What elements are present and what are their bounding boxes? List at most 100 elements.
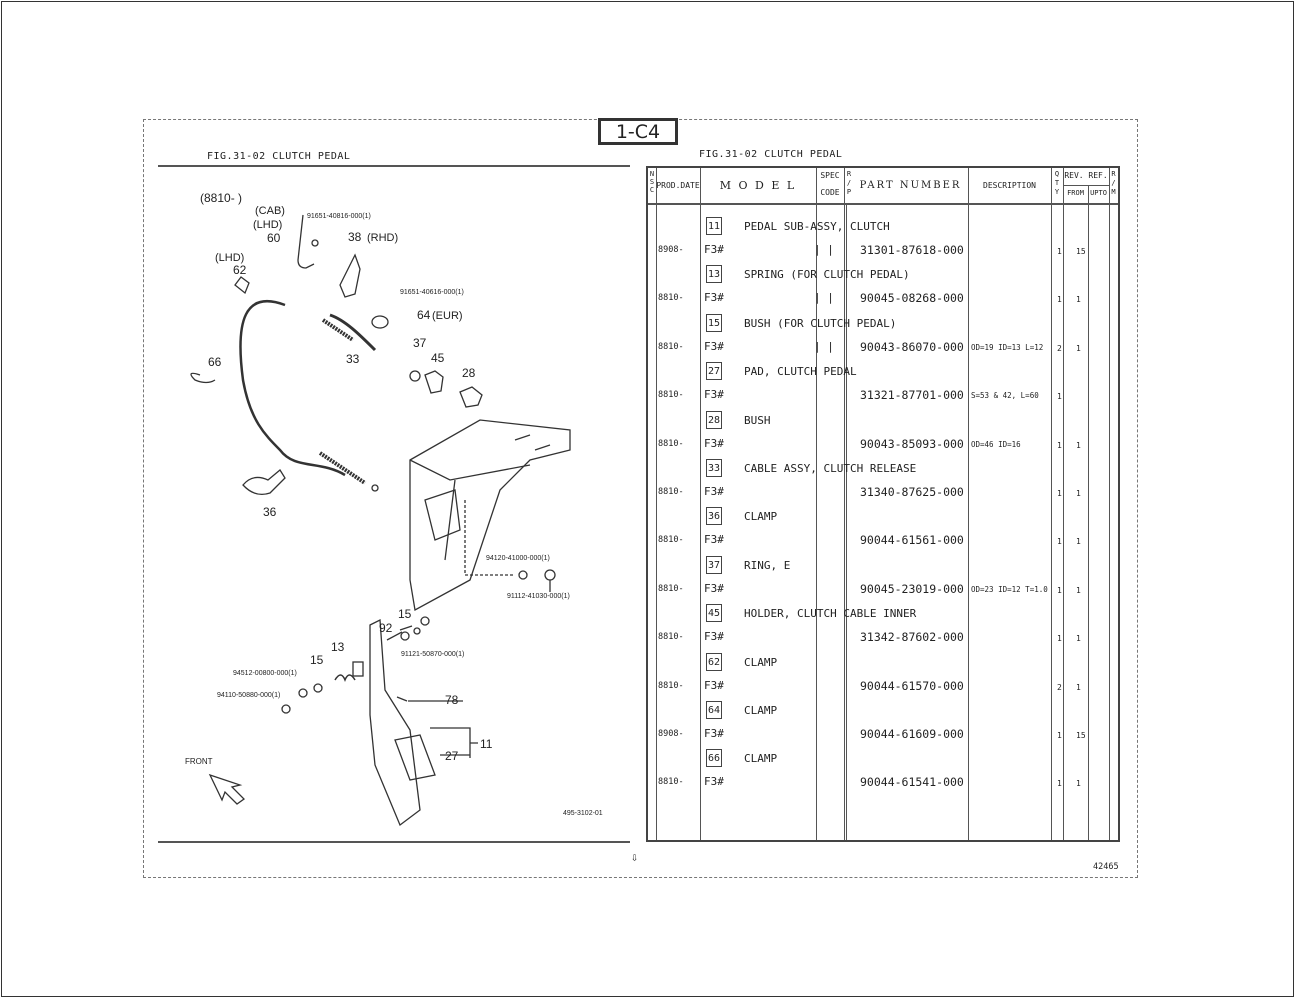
rev-from: 1: [1076, 537, 1081, 547]
prod-date: 8810-: [658, 438, 684, 449]
rev-from: 1: [1076, 682, 1081, 692]
title-rule: [158, 165, 630, 167]
quantity: 1: [1057, 779, 1062, 789]
label-15-a: 15: [398, 607, 412, 621]
part-number: 31321-87701-000: [860, 388, 964, 403]
model-code: F3#: [704, 727, 724, 740]
label-pn-g: 94110-50880-000(1): [217, 692, 280, 699]
prod-date: 8810-: [658, 390, 684, 401]
model-code: F3#: [704, 485, 724, 498]
label-38: 38: [348, 230, 362, 244]
rev-from: 15: [1076, 731, 1086, 740]
header-rm: R / M: [1111, 170, 1116, 196]
rev-from: 15: [1076, 247, 1086, 256]
pedal-pad: [394, 734, 436, 781]
clamp-62: [234, 276, 250, 295]
model-code: F3#: [704, 678, 724, 692]
label-27: 27: [445, 749, 459, 763]
prod-date: 8908-: [658, 245, 684, 255]
rev-from: 1: [1076, 489, 1081, 498]
label-cab: (CAB): [255, 205, 285, 217]
label-rhd: (RHD): [367, 232, 398, 244]
prod-date: 8810-: [658, 680, 684, 691]
label-pn-f: 94512-00800-000(1): [233, 670, 297, 677]
quantity: 1: [1057, 537, 1062, 547]
prod-date: 8908-: [658, 729, 684, 739]
header-part-number: PART NUMBER: [859, 180, 962, 191]
quantity: 2: [1057, 343, 1062, 353]
left-figure-title: FIG.31-02 CLUTCH PEDAL: [207, 151, 351, 162]
exploded-diagram: (8810- ) (CAB) (LHD) 60 91651-40816-000(…: [185, 191, 603, 827]
next-page-arrow-icon[interactable]: ⇩: [631, 850, 639, 864]
ref-number: 27: [706, 362, 722, 381]
label-pn-c: 94120-41000-000(1): [486, 555, 550, 562]
part-number: 90045-08268-000: [860, 291, 964, 306]
right-figure-title: FIG.31-02 CLUTCH PEDAL: [699, 149, 843, 160]
ref-number: 11: [706, 217, 722, 235]
part-name: CLAMP: [744, 752, 778, 766]
model-code: F3#: [704, 388, 724, 402]
description: OD=23 ID=12 T=1.0: [971, 584, 1048, 594]
part-name: CLAMP: [744, 655, 778, 669]
label-pn-e: 91121-50870-000(1): [401, 651, 464, 658]
label-front: FRONT: [185, 757, 213, 766]
label-64: 64: [417, 308, 431, 322]
header-qty: Q T Y: [1054, 170, 1060, 196]
quantity: 1: [1057, 585, 1062, 595]
page-tag: 1-C4: [598, 118, 678, 145]
prod-date: 8810-: [658, 293, 684, 304]
clip-66: [190, 372, 216, 384]
ref-number: 33: [706, 459, 722, 477]
prod-date: 8810-: [658, 341, 684, 352]
model-code: F3#: [704, 581, 724, 595]
label-66: 66: [208, 355, 222, 369]
part-name: CLAMP: [744, 510, 778, 524]
description: OD=46 ID=16: [971, 439, 1021, 449]
model-code: F3#: [704, 775, 724, 789]
part-number: 90043-85093-000: [860, 436, 964, 451]
quantity: 1: [1057, 731, 1062, 740]
header-description: DESCRIPTION: [983, 181, 1036, 190]
part-number: 31301-87618-000: [860, 243, 964, 257]
ref-number: 36: [706, 507, 722, 526]
ref-number: 15: [706, 313, 722, 332]
rev-from: 1: [1076, 585, 1081, 595]
rev-from: 1: [1076, 779, 1081, 789]
label-lhd-1: (LHD): [253, 219, 282, 231]
clamp-60: [297, 214, 315, 269]
header-nsc: N S C: [649, 170, 655, 194]
part-name: BUSH: [744, 413, 771, 427]
header-spec: SPEC: [820, 171, 840, 180]
description: OD=19 ID=13 L=12: [971, 342, 1044, 352]
rev-from: 1: [1076, 295, 1081, 305]
label-33: 33: [346, 352, 360, 366]
header-model: M O D E L: [719, 179, 797, 192]
label-37: 37: [413, 336, 427, 350]
rev-from: 1: [1076, 440, 1081, 450]
prod-date: 8810-: [658, 487, 684, 497]
part-number: 31342-87602-000: [860, 630, 964, 645]
part-name: BUSH (FOR CLUTCH PEDAL): [744, 316, 897, 330]
ref-number: 62: [706, 652, 722, 671]
model-code: F3#: [704, 291, 724, 305]
page-number: 42465: [1093, 862, 1119, 872]
header-code: CODE: [820, 188, 840, 197]
part-number: 90043-86070-000: [860, 339, 964, 354]
quantity: 1: [1057, 489, 1062, 498]
part-name: SPRING (FOR CLUTCH PEDAL): [744, 268, 910, 282]
clamp-36: [242, 469, 286, 496]
header-from: FROM: [1067, 189, 1084, 197]
model-code: F3#: [704, 630, 724, 644]
parts-table: N S C PROD.DATE M O D E L SPEC CODE R / …: [646, 166, 1120, 842]
part-number: 90044-61541-000: [860, 775, 964, 790]
label-36: 36: [263, 505, 277, 519]
label-pn-a: 91651-40816-000(1): [307, 213, 371, 220]
header-rp: R / P: [846, 170, 852, 196]
spec-marks: | |: [814, 243, 834, 256]
label-11: 11: [480, 737, 493, 751]
